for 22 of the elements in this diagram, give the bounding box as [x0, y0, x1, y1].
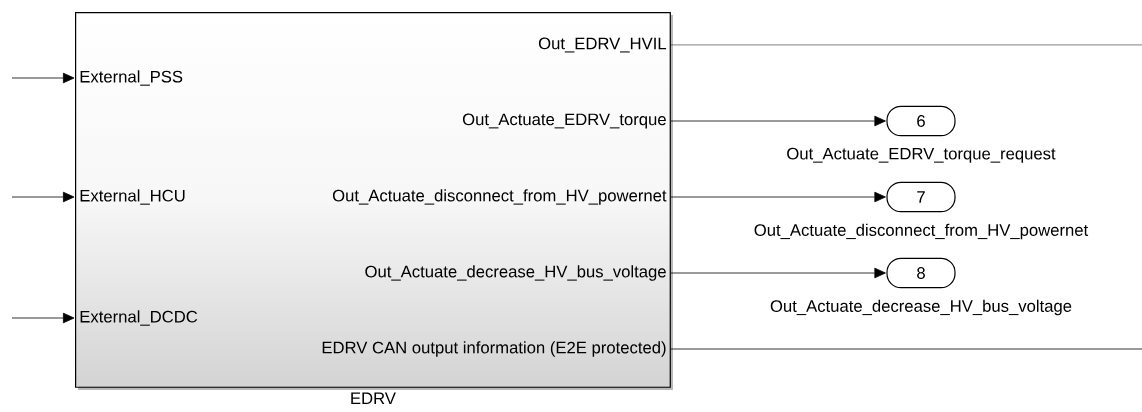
node-label: EDRV	[351, 392, 396, 405]
signal-line	[11, 312, 75, 324]
signal-line	[11, 72, 75, 84]
outport-block: 8	[886, 257, 956, 289]
port-name: Out_Actuate_disconnect_from_HV_powernet	[754, 223, 1089, 240]
signal-line	[670, 348, 1142, 350]
port-label: EDRV CAN output information (E2E protected)	[322, 341, 666, 357]
port-label: External_PSS	[80, 70, 183, 86]
signal-line	[670, 267, 886, 279]
outport-block: 6	[886, 105, 956, 137]
signal-line	[670, 191, 886, 203]
port-label: Out_EDRV_HVIL	[538, 37, 667, 53]
port-label: External_DCDC	[80, 310, 198, 326]
outport-block: 7	[886, 181, 956, 213]
port-label: External_HCU	[80, 189, 185, 205]
port-label: Out_Actuate_disconnect_from_HV_powernet	[332, 189, 667, 205]
port-label: Out_Actuate_decrease_HV_bus_voltage	[365, 265, 666, 281]
port-label: Out_Actuate_EDRV_torque	[462, 113, 666, 129]
signal-line	[11, 191, 75, 203]
port-name: Out_Actuate_EDRV_torque_request	[787, 147, 1056, 163]
port-name: Out_Actuate_decrease_HV_bus_voltage	[770, 299, 1072, 316]
signal-line	[670, 115, 886, 127]
